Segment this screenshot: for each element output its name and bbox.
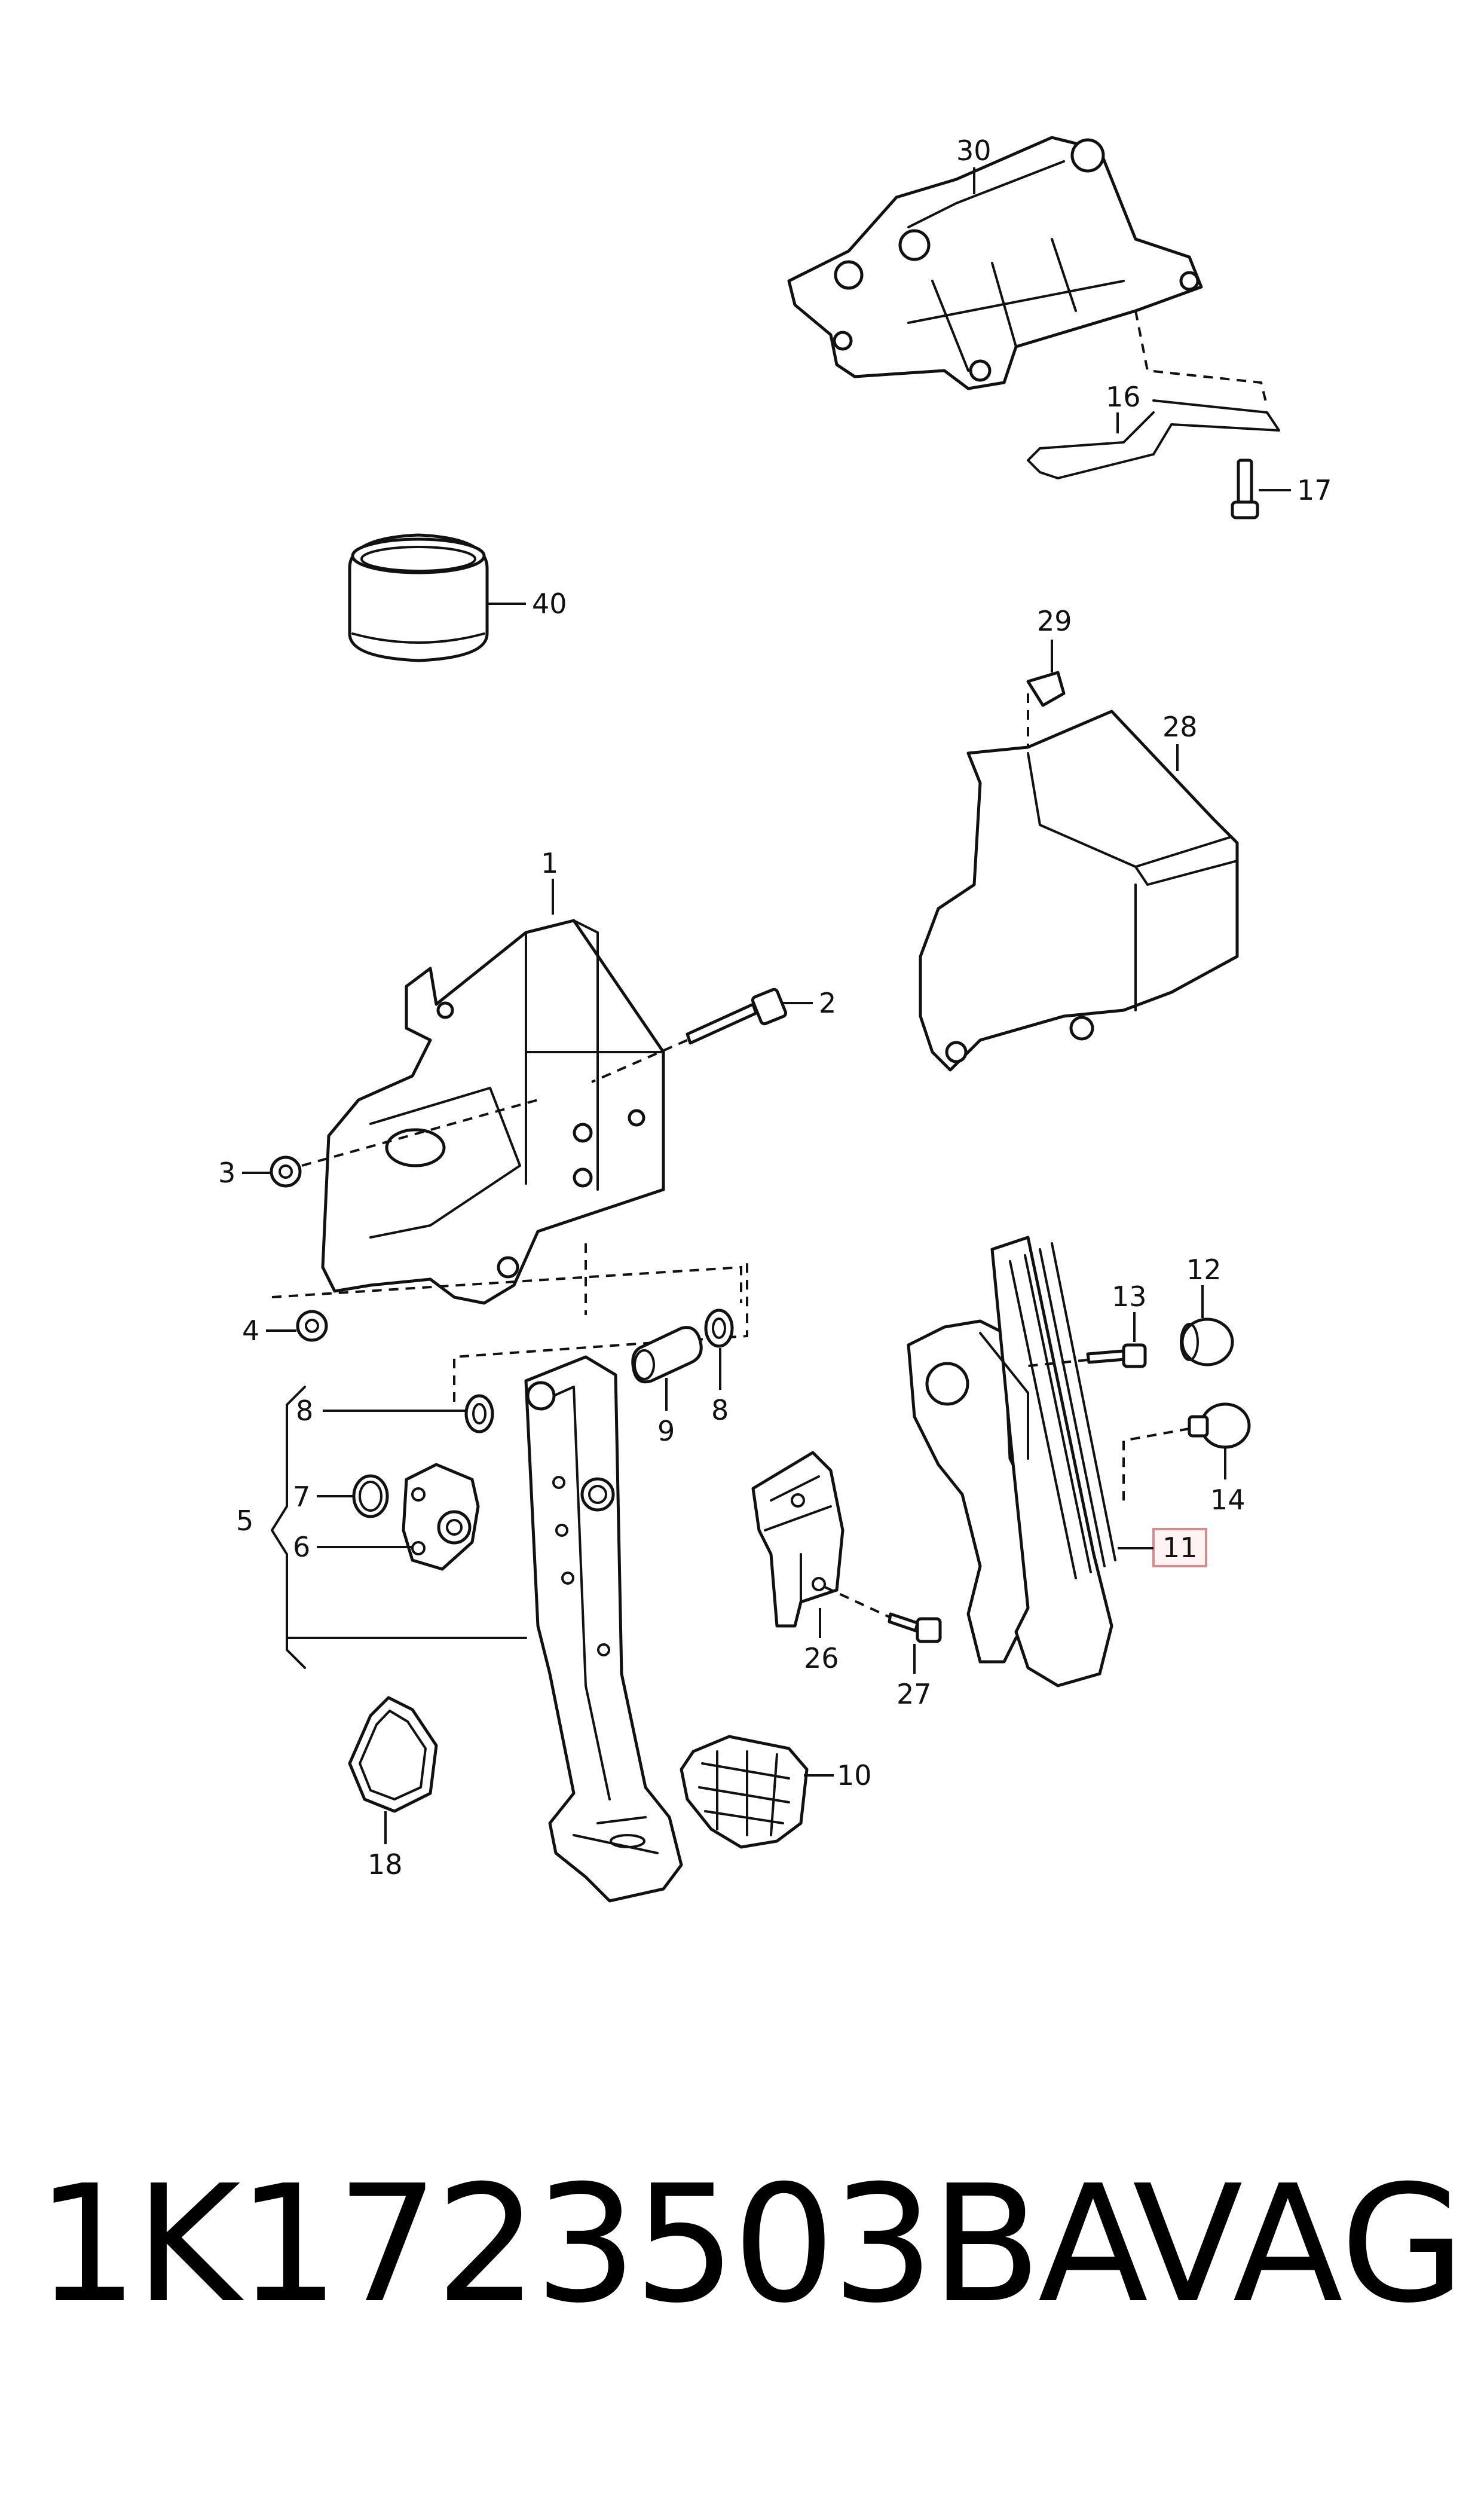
part-1-pedal-bracket [321, 919, 665, 1305]
part-10-pedal-pad [680, 1735, 809, 1849]
callout-9: 9 [657, 1378, 675, 1447]
callout-40: 40 [487, 588, 567, 620]
part-14-fastener [1122, 1402, 1251, 1506]
part-17-screw [1231, 458, 1259, 519]
svg-text:7: 7 [293, 1481, 310, 1513]
clutch-pedal-arm [524, 1355, 683, 1903]
svg-text:8: 8 [296, 1395, 313, 1427]
part-6-spring-block [402, 1463, 480, 1571]
svg-text:1: 1 [541, 847, 558, 879]
callout-1: 1 [541, 847, 558, 915]
part-26-bracket [751, 1451, 844, 1628]
callout-7: 7 [293, 1481, 353, 1513]
callout-11: 11 [1118, 1528, 1207, 1567]
svg-text:6: 6 [293, 1531, 310, 1563]
part-8-bushing-left [453, 1261, 748, 1433]
callout-8b: 8 [711, 1348, 729, 1426]
part-27-screw [824, 1586, 942, 1643]
part-12-cap [1180, 1317, 1234, 1366]
callout-16: 16 [1106, 381, 1141, 433]
svg-text:26: 26 [804, 1642, 839, 1674]
part-18-gasket [348, 1696, 438, 1813]
svg-text:10: 10 [837, 1759, 872, 1792]
svg-text:16: 16 [1106, 381, 1141, 413]
svg-text:18: 18 [368, 1848, 403, 1881]
svg-text:4: 4 [242, 1314, 259, 1347]
part-3-nut [270, 1099, 538, 1188]
part-16-clip [1027, 310, 1280, 479]
callout-18: 18 [368, 1811, 403, 1881]
part-13-screw [1027, 1343, 1147, 1368]
callout-3: 3 [218, 1157, 270, 1189]
part-9-sleeve [631, 1326, 703, 1384]
part-28-cover [919, 710, 1239, 1072]
callout-29: 29 [1037, 605, 1072, 672]
part-4-nut [271, 1243, 742, 1342]
svg-text:40: 40 [532, 588, 567, 620]
callout-10: 10 [804, 1759, 872, 1792]
group-5-bracket [271, 1386, 527, 1669]
svg-text:5: 5 [236, 1505, 253, 1537]
callout-5: 5 [236, 1505, 253, 1537]
callout-27: 27 [896, 1644, 932, 1710]
svg-text:30: 30 [956, 134, 992, 167]
svg-text:12: 12 [1186, 1254, 1222, 1286]
svg-text:27: 27 [896, 1678, 932, 1710]
callout-14: 14 [1210, 1448, 1246, 1516]
brand-label: VAG [1133, 2150, 1465, 2338]
part-40-sleeve [348, 533, 489, 662]
callout-12: 12 [1186, 1254, 1222, 1318]
svg-text:3: 3 [218, 1157, 235, 1189]
svg-text:28: 28 [1162, 711, 1198, 743]
callout-8a: 8 [296, 1395, 465, 1427]
part-30-bracket [787, 136, 1203, 390]
callout-30: 30 [956, 134, 992, 194]
svg-text:14: 14 [1210, 1484, 1246, 1516]
callout-4: 4 [242, 1314, 296, 1347]
callout-2: 2 [783, 987, 836, 1019]
part-11-accelerator-pedal [907, 1236, 1116, 1687]
callout-13: 13 [1112, 1280, 1147, 1342]
svg-text:2: 2 [819, 987, 836, 1019]
part-7-ring [352, 1474, 389, 1518]
svg-text:8: 8 [711, 1394, 729, 1426]
callout-6: 6 [293, 1531, 412, 1563]
svg-text:9: 9 [657, 1415, 675, 1447]
part-2-bolt [591, 988, 788, 1083]
part-8-bushing-right [704, 1309, 734, 1348]
svg-text:13: 13 [1112, 1280, 1147, 1313]
svg-text:17: 17 [1297, 474, 1332, 506]
svg-text:11: 11 [1162, 1531, 1198, 1564]
callout-26: 26 [804, 1608, 839, 1674]
callout-28: 28 [1162, 711, 1198, 771]
svg-text:29: 29 [1037, 605, 1072, 637]
callout-17: 17 [1259, 474, 1332, 506]
part-number-label: 1K1723503BA [36, 2150, 1148, 2338]
